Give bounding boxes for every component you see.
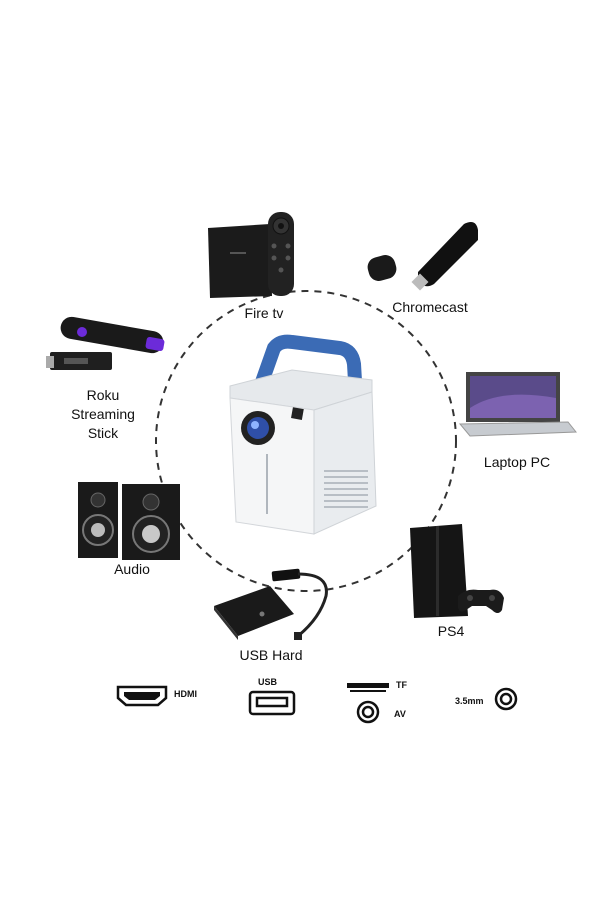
av-jack-icon [356, 700, 380, 724]
usb-port-icon [248, 690, 296, 716]
av-label: AV [394, 709, 406, 719]
audio-jack-icon [494, 687, 518, 711]
fire-tv-label: Fire tv [244, 305, 284, 321]
chromecast-label: Chromecast [392, 299, 468, 315]
roku-label: Roku Streaming Stick [71, 387, 135, 441]
usb-hard-image [214, 568, 328, 640]
roku-image [46, 316, 165, 370]
ps4-label: PS4 [437, 623, 465, 639]
tf-label: TF [396, 680, 407, 690]
audio-label: Audio [114, 561, 150, 577]
laptop-image [458, 372, 578, 437]
jack-label: 3.5mm [455, 696, 484, 706]
usb-hard-label: USB Hard [239, 647, 303, 663]
ps4-image [410, 524, 504, 618]
fire-tv-image [208, 212, 294, 298]
hdmi-port-icon [116, 685, 168, 707]
tf-slot-icon [347, 683, 389, 692]
audio-speakers-image [78, 482, 180, 560]
usb-label: USB [258, 677, 278, 687]
projector-image [229, 334, 377, 535]
chromecast-image [367, 222, 478, 291]
hdmi-label: HDMI [174, 689, 197, 699]
laptop-label: Laptop PC [483, 454, 551, 470]
